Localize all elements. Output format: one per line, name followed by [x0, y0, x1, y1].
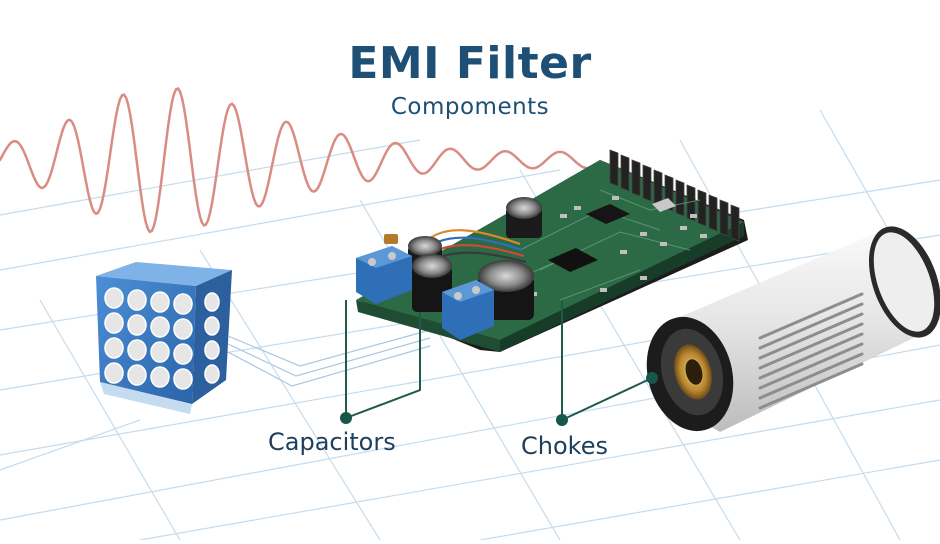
vent-slot — [758, 302, 864, 350]
smd-component — [640, 232, 647, 236]
noise-waveform — [0, 86, 592, 234]
capacitor-cell — [127, 339, 147, 361]
heatsink-fin — [708, 194, 718, 232]
heatsink-fin — [719, 199, 729, 237]
electrolytic-capacitor — [506, 197, 542, 238]
cylindrical-choke-icon — [646, 226, 940, 432]
capacitor-cell — [173, 368, 193, 390]
callout-dot — [646, 372, 658, 384]
smd-component — [680, 226, 687, 230]
smd-component — [660, 242, 667, 246]
heatsink-fin — [675, 179, 685, 217]
terminal-block — [356, 246, 412, 304]
diagram-subtitle: Compoments — [390, 94, 550, 120]
callout-dot — [340, 412, 352, 424]
smd-component — [700, 234, 707, 238]
capacitor-cell — [127, 314, 147, 336]
heatsink-fin — [642, 164, 652, 202]
vent-slot — [758, 342, 864, 390]
smd-component — [560, 214, 567, 218]
terminal-block — [442, 280, 494, 340]
heatsink-fin — [653, 169, 663, 207]
vent-slot — [758, 352, 864, 400]
vent-slot — [758, 312, 864, 360]
capacitor-cell — [150, 316, 170, 338]
capacitor-cell — [204, 364, 220, 384]
heatsink-fin — [697, 189, 707, 227]
diagram-title: EMI Filter — [348, 38, 592, 89]
smd-component — [600, 288, 607, 292]
capacitor-cell — [204, 292, 220, 312]
callout-dot — [556, 414, 568, 426]
chokes-label: Chokes — [521, 432, 608, 460]
smd-component — [640, 276, 647, 280]
heatsink-fin — [686, 184, 696, 222]
capacitor-cell — [127, 289, 147, 311]
vent-slot — [758, 362, 864, 410]
capacitor-cell — [204, 340, 220, 360]
capacitor-cell — [104, 312, 124, 334]
capacitor-cell — [204, 316, 220, 336]
capacitors-label: Capacitors — [268, 428, 396, 456]
pcb-icon — [356, 149, 748, 352]
vent-slot — [758, 322, 864, 370]
heatsink-fin — [730, 204, 740, 242]
vent-slot — [758, 332, 864, 380]
capacitor-cell — [173, 293, 193, 315]
callout-lines — [345, 300, 653, 421]
capacitor-cell — [173, 318, 193, 340]
heatsink-fin — [631, 159, 641, 197]
smd-component — [690, 214, 697, 218]
smd-component — [574, 206, 581, 210]
smd-component — [620, 250, 627, 254]
heatsink-fin — [620, 154, 630, 192]
capacitor-cell — [104, 337, 124, 359]
capacitor-cell — [104, 287, 124, 309]
vent-slot — [758, 292, 864, 340]
heatsink-fin — [609, 149, 619, 187]
capacitor-cell — [127, 364, 147, 386]
capacitor-cell — [150, 341, 170, 363]
capacitor-block-icon — [96, 262, 431, 414]
smd-component — [612, 196, 619, 200]
capacitor-cell — [173, 343, 193, 365]
capacitor-cell — [150, 291, 170, 313]
capacitor-cell — [104, 362, 124, 384]
capacitor-cell — [150, 366, 170, 388]
